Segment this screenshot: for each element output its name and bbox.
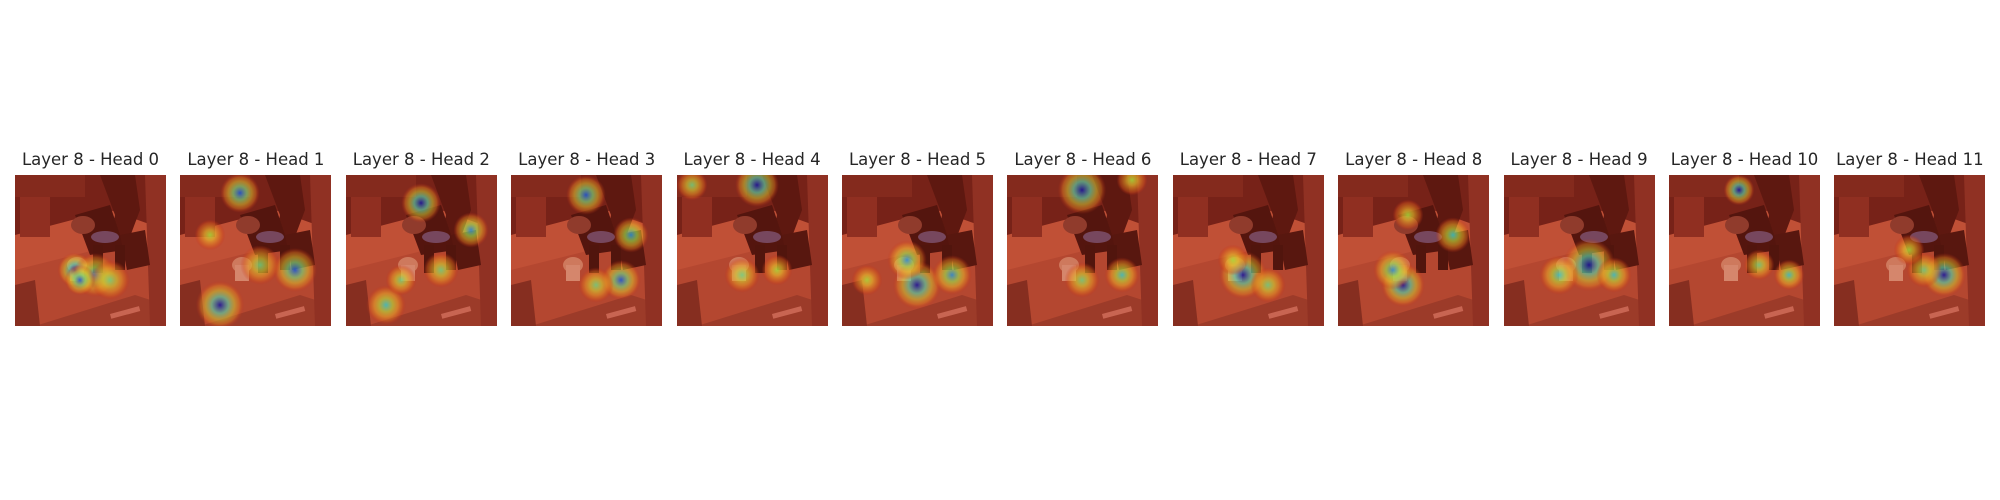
attention-heatmap-image <box>180 175 332 326</box>
attention-heatmap-image <box>1834 175 1986 326</box>
attention-heatmap-image <box>1338 175 1490 326</box>
panel-title: Layer 8 - Head 6 <box>1014 150 1152 169</box>
attention-heatmap-image <box>511 175 663 326</box>
attention-heatmap-image <box>676 175 828 326</box>
attention-heatmap-image <box>345 175 497 326</box>
attention-heatmap-image <box>842 175 993 326</box>
attention-heatmap-image <box>1172 175 1324 326</box>
attention-heatmap-image <box>1669 175 1820 326</box>
attention-heatmap-image <box>1007 175 1159 326</box>
panel-title: Layer 8 - Head 10 <box>1670 150 1819 169</box>
panel-title: Layer 8 - Head 9 <box>1510 150 1648 169</box>
panel-title: Layer 8 - Head 3 <box>518 150 656 169</box>
attention-heatmap-image <box>1503 175 1655 326</box>
panel-title: Layer 8 - Head 1 <box>187 150 325 169</box>
attention-heatmap-image <box>15 175 166 326</box>
panel-title: Layer 8 - Head 5 <box>848 150 987 169</box>
panel-title: Layer 8 - Head 2 <box>352 150 490 169</box>
panel-title: Layer 8 - Head 8 <box>1345 150 1483 169</box>
panel-title: Layer 8 - Head 11 <box>1836 150 1984 169</box>
panel-title: Layer 8 - Head 4 <box>683 150 821 169</box>
panel-title: Layer 8 - Head 7 <box>1179 150 1317 169</box>
panel-title: Layer 8 - Head 0 <box>21 150 160 169</box>
